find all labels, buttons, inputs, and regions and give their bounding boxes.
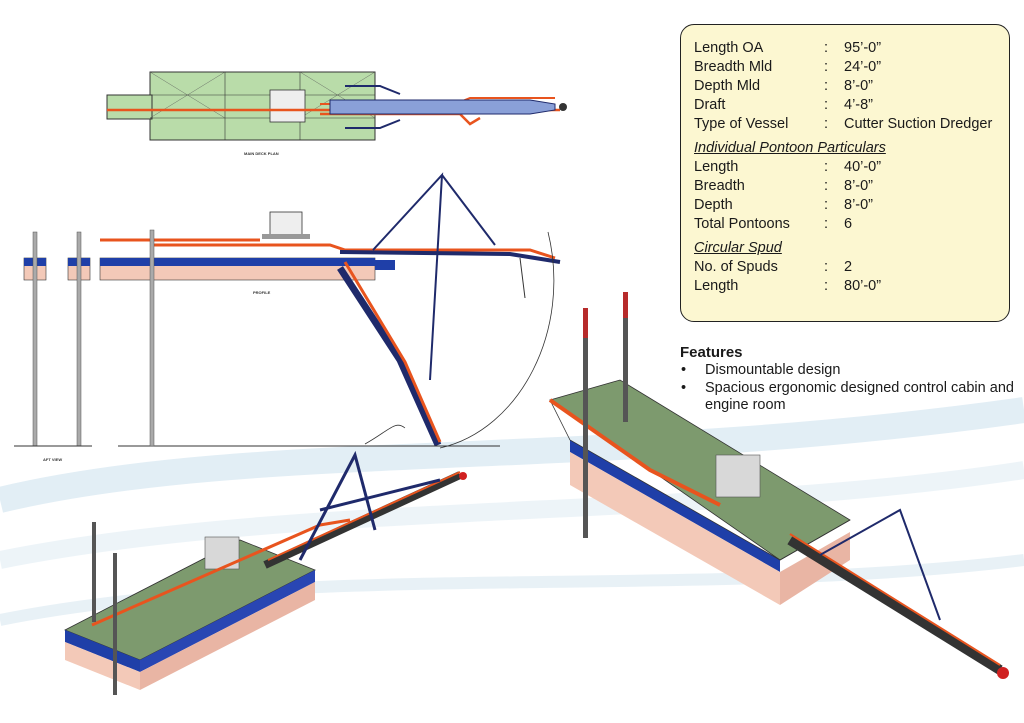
aft-view-label: AFT VIEW bbox=[43, 457, 62, 462]
bullet-icon: • bbox=[681, 362, 687, 378]
spec-label: Length bbox=[694, 159, 739, 175]
spec-value: 8’-0” bbox=[844, 78, 874, 94]
spec-row: Depth : 8’-0” bbox=[694, 196, 1009, 215]
spec-row: Length : 80’-0” bbox=[694, 277, 1009, 296]
spec-row: Length OA : 95’-0” bbox=[694, 39, 1009, 58]
feature-text: Dismountable design bbox=[705, 362, 841, 378]
spec-label: Type of Vessel bbox=[694, 116, 789, 132]
main-deck-plan bbox=[106, 71, 567, 141]
spec-value: 2 bbox=[844, 259, 853, 275]
spec-label: No. of Spuds bbox=[694, 259, 778, 275]
spec-separator: : bbox=[824, 59, 829, 75]
spec-label: Total Pontoons bbox=[694, 216, 790, 232]
spec-separator: : bbox=[824, 116, 829, 132]
spec-separator: : bbox=[824, 216, 829, 232]
feature-item: • Dismountable design bbox=[680, 362, 1014, 379]
spec-row: Draft : 4’-8” bbox=[694, 96, 1009, 115]
spec-label: Length bbox=[694, 278, 739, 294]
spec-row: Depth Mld : 8’-0” bbox=[694, 77, 1009, 96]
profile-view bbox=[99, 172, 561, 449]
features-section: Features • Dismountable design • Spaciou… bbox=[680, 344, 1014, 415]
spec-row: Length : 40’-0” bbox=[694, 158, 1009, 177]
spec-row: No. of Spuds : 2 bbox=[694, 258, 1009, 277]
spec-value: 40’-0” bbox=[844, 159, 882, 175]
spec-label: Draft bbox=[694, 97, 726, 113]
spec-label: Depth Mld bbox=[694, 78, 761, 94]
isometric-view-right bbox=[548, 292, 1009, 679]
isometric-view-left bbox=[64, 450, 467, 695]
feature-item: • Spacious ergonomic designed control ca… bbox=[680, 380, 1014, 414]
specifications-panel: Length OA : 95’-0” Breadth Mld : 24’-0” … bbox=[680, 24, 1010, 322]
spec-value: 80’-0” bbox=[844, 278, 882, 294]
spec-separator: : bbox=[824, 259, 829, 275]
features-list: • Dismountable design • Spacious ergonom… bbox=[680, 362, 1014, 414]
spud-heading: Circular Spud bbox=[694, 240, 782, 256]
spec-value: 24’-0” bbox=[844, 59, 882, 75]
bullet-icon: • bbox=[681, 380, 687, 396]
spec-separator: : bbox=[824, 197, 829, 213]
spec-value: 6 bbox=[844, 216, 853, 232]
pontoon-heading: Individual Pontoon Particulars bbox=[694, 140, 886, 156]
spec-label: Depth bbox=[694, 197, 733, 213]
spec-row: Breadth Mld : 24’-0” bbox=[694, 58, 1009, 77]
spec-row: Breadth : 8’-0” bbox=[694, 177, 1009, 196]
spec-separator: : bbox=[824, 97, 829, 113]
profile-label: PROFILE bbox=[253, 290, 271, 295]
spec-value: 4’-8” bbox=[844, 97, 874, 113]
spec-row: Total Pontoons : 6 bbox=[694, 215, 1009, 234]
spec-value: 8’-0” bbox=[844, 197, 874, 213]
spec-separator: : bbox=[824, 159, 829, 175]
spec-label: Breadth bbox=[694, 178, 745, 194]
spec-value: 8’-0” bbox=[844, 178, 874, 194]
spec-separator: : bbox=[824, 78, 829, 94]
spec-value: Cutter Suction Dredger bbox=[844, 116, 993, 132]
features-heading: Features bbox=[680, 344, 743, 361]
spec-row: Type of Vessel : Cutter Suction Dredger bbox=[694, 115, 1009, 134]
aft-view bbox=[14, 231, 92, 447]
spec-label: Breadth Mld bbox=[694, 59, 773, 75]
spec-separator: : bbox=[824, 178, 829, 194]
main-deck-plan-label: MAIN DECK PLAN bbox=[244, 151, 279, 156]
spec-separator: : bbox=[824, 278, 829, 294]
feature-text: Spacious ergonomic designed control cabi… bbox=[705, 380, 1014, 413]
spec-value: 95’-0” bbox=[844, 40, 882, 56]
spec-label: Length OA bbox=[694, 40, 764, 56]
spec-separator: : bbox=[824, 40, 829, 56]
